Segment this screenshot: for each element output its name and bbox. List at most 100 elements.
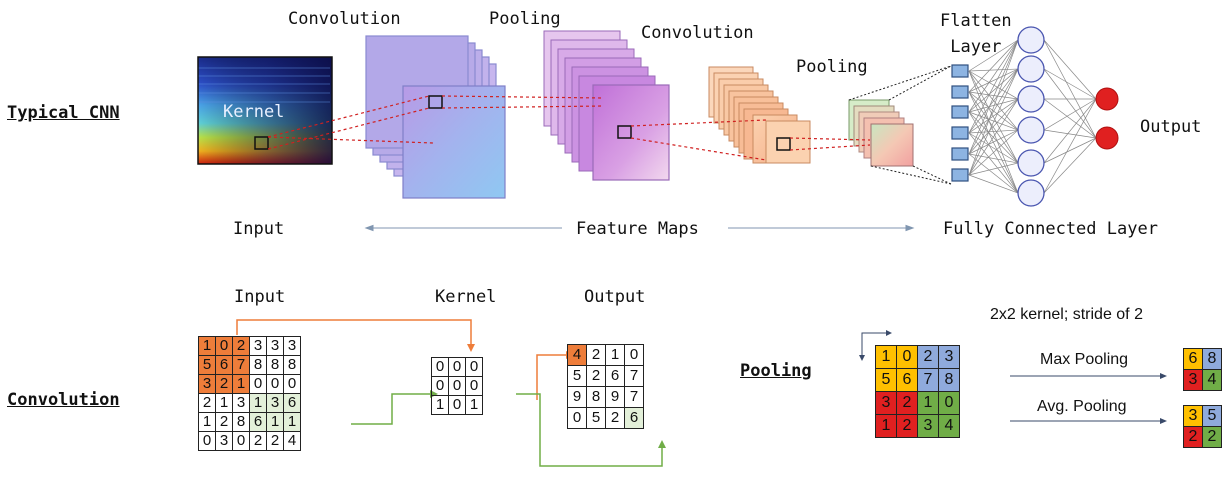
label-feature-maps: Feature Maps (576, 219, 699, 239)
matrix-cell: 3 (938, 345, 960, 369)
matrix-cell: 0 (198, 431, 216, 451)
matrix-cell: 2 (586, 344, 606, 366)
fc-edge (968, 39, 1019, 155)
matrix-cell: 0 (431, 376, 449, 396)
fc-edge (968, 68, 1019, 176)
matrix-cell: 0 (283, 374, 301, 394)
matrix-cell: 7 (624, 386, 644, 408)
matrix-cell: 2 (198, 393, 216, 413)
matrix-cell: 0 (624, 344, 644, 366)
feature-maps-arrow (364, 224, 915, 232)
fc-edge (1043, 137, 1097, 164)
conv1-feature-maps (365, 35, 506, 199)
matrix-cell: 1 (875, 345, 897, 369)
fc-edge (968, 129, 1019, 176)
matrix-cell: 1 (431, 395, 449, 415)
matrix-cell: 0 (448, 357, 466, 377)
matrix-cell: 0 (215, 336, 233, 356)
fc-edge (968, 70, 1019, 164)
section-label-pooling: Pooling (740, 361, 812, 381)
fc-edge (968, 68, 1019, 134)
matrix-cell: 4 (283, 431, 301, 451)
matrix-cell: 1 (465, 395, 483, 415)
flatten-node (951, 105, 969, 119)
matrix-cell: 1 (198, 412, 216, 432)
matrix-cell: 8 (938, 368, 960, 392)
matrix-cell: 1 (215, 393, 233, 413)
flatten-node (951, 85, 969, 99)
fc-edge (968, 68, 1019, 155)
fc-edge (968, 98, 1019, 134)
matrix-cell: 8 (232, 412, 250, 432)
matrix-cell: 8 (249, 355, 267, 375)
hidden-node (1017, 116, 1045, 144)
fc-edge (968, 39, 1019, 72)
fc-edge (968, 129, 1019, 134)
matrix-cell: 6 (249, 412, 267, 432)
matrix-cell: 0 (431, 357, 449, 377)
section-label-typical-cnn: Typical CNN (7, 103, 120, 123)
matrix-cell: 6 (896, 368, 918, 392)
fc-edge (968, 91, 1019, 100)
matrix-cell: 2 (605, 407, 625, 429)
hidden-node (1017, 55, 1045, 83)
fc-edge (968, 98, 1019, 113)
matrix-cell: 7 (917, 368, 939, 392)
fc-edge (968, 174, 1019, 194)
flatten-nodes (951, 64, 969, 182)
fc-edge (968, 132, 1019, 164)
output-nodes (1095, 87, 1119, 150)
flatten-node (951, 64, 969, 78)
matrix-cell: 8 (1202, 348, 1222, 370)
matrix-cell: 7 (232, 355, 250, 375)
fc-edge (968, 68, 1019, 93)
fc-edge (1043, 137, 1097, 194)
pool1-feature-maps (543, 30, 670, 181)
matrix-cell: 2 (215, 374, 233, 394)
matrix-cell: 2 (896, 414, 918, 438)
conv-kernel-title: Kernel (435, 287, 497, 307)
matrix-cell: 1 (266, 412, 284, 432)
fc-edge (1043, 98, 1097, 194)
conv2-feature-maps (708, 66, 811, 164)
output-node (1095, 87, 1119, 111)
fc-edge (968, 153, 1019, 164)
matrix-cell: 3 (875, 391, 897, 415)
matrix-cell: 4 (1202, 369, 1222, 391)
fc-edge (1043, 68, 1097, 139)
fc-edge (968, 68, 1019, 72)
matrix-cell: 2 (232, 336, 250, 356)
matrix-cell: 1 (198, 336, 216, 356)
matrix-cell: 0 (448, 376, 466, 396)
fc-edge (1043, 98, 1097, 164)
label-output-nodes: Output (1140, 117, 1202, 137)
matrix-cell: 1 (917, 391, 939, 415)
matrix-cell: 6 (605, 365, 625, 387)
matrix-cell: 2 (586, 365, 606, 387)
matrix-cell: 5 (198, 355, 216, 375)
section-label-convolution: Convolution (7, 390, 120, 410)
matrix-cell: 5 (1202, 405, 1222, 427)
fc-edge (968, 153, 1019, 194)
fc-edge (1043, 39, 1097, 100)
matrix-cell: 5 (586, 407, 606, 429)
